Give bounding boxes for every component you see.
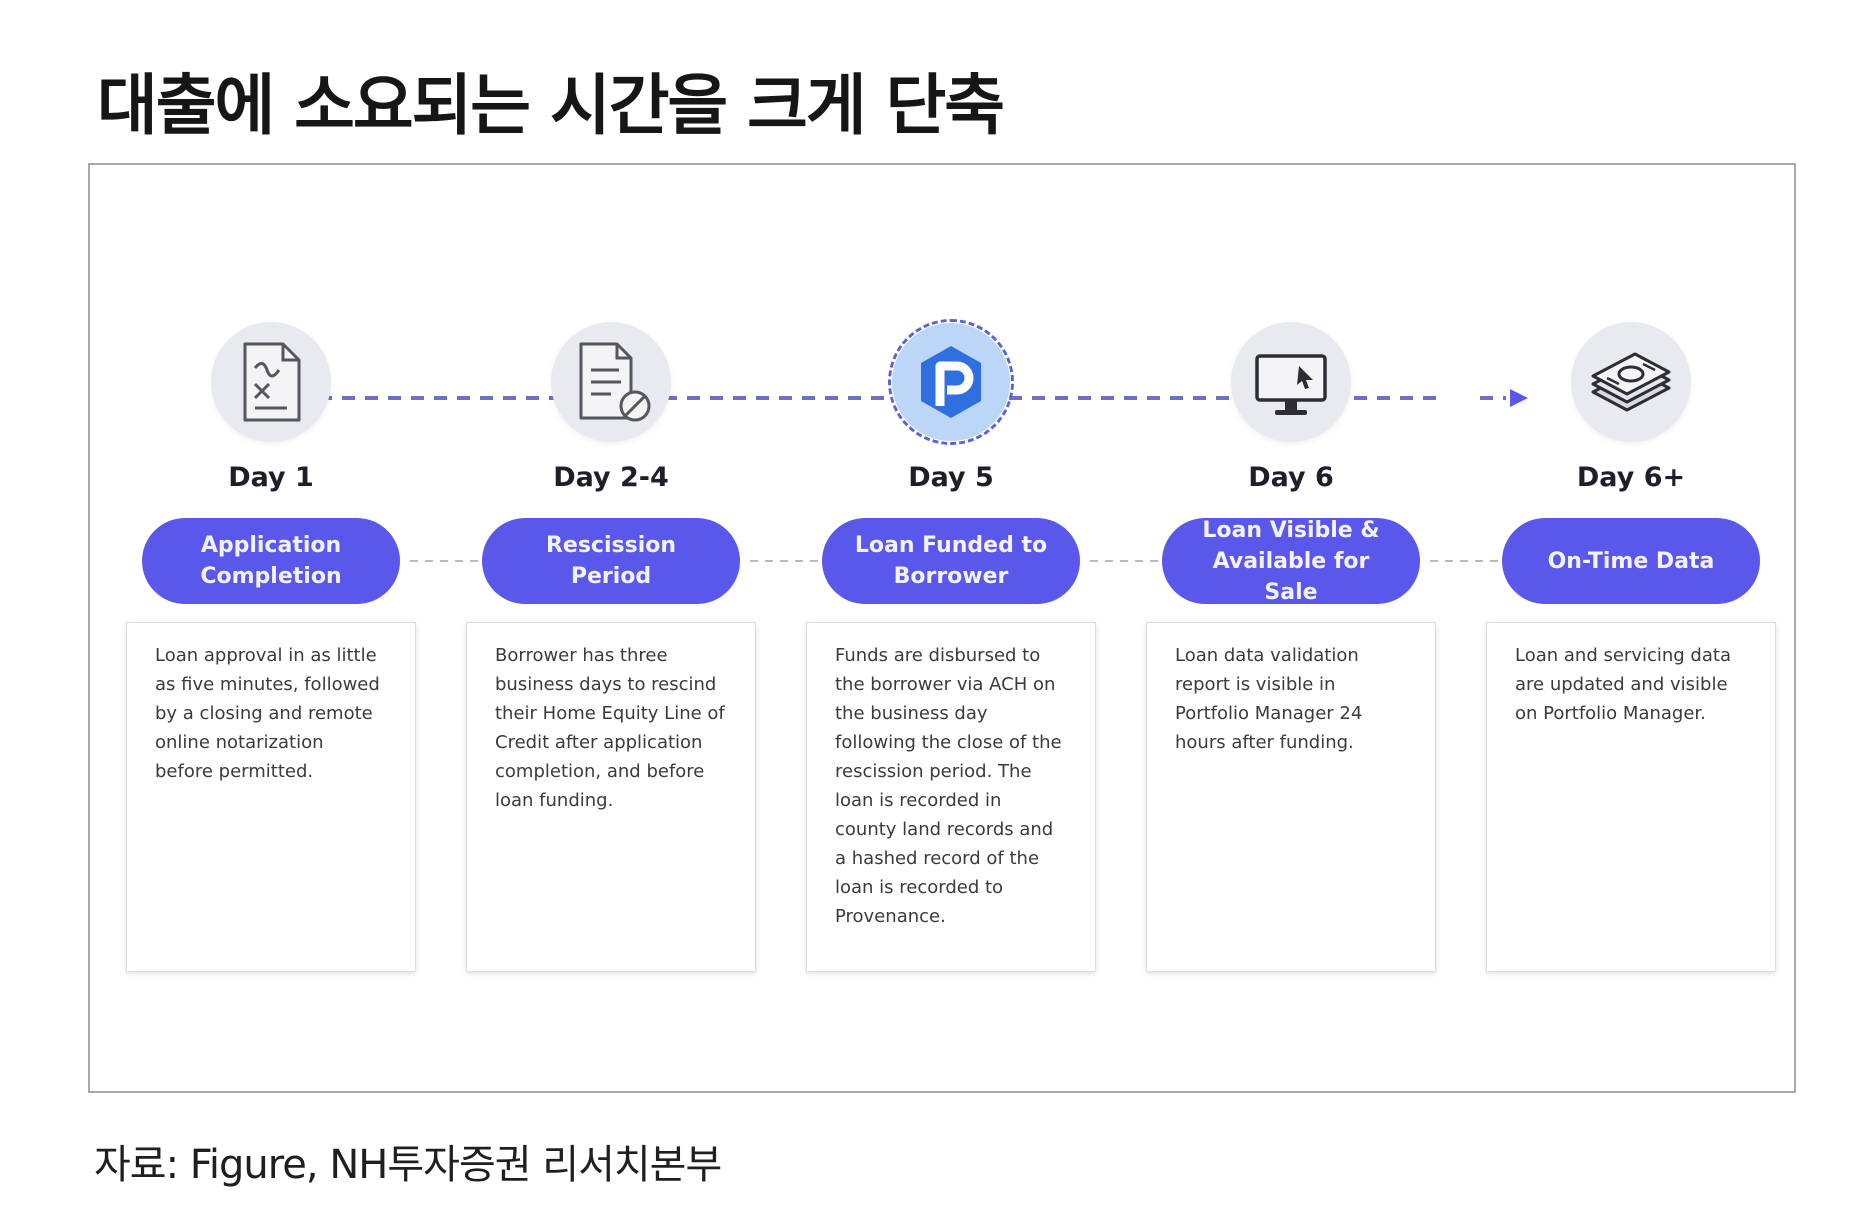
timeline-frame: Day 1 Application Completion Loan approv… [88, 163, 1796, 1093]
step-description-card: Loan and servicing data are updated and … [1486, 622, 1776, 972]
step-description: Loan approval in as little as five minut… [155, 645, 380, 782]
day-label: Day 6+ [1576, 462, 1686, 493]
step-title-pill: On-Time Data [1502, 518, 1760, 604]
cash-stack-icon [1591, 352, 1671, 412]
step-title-pill: Loan Visible & Available for Sale [1162, 518, 1420, 605]
page-title: 대출에 소요되는 시간을 크게 단축 [97, 67, 1005, 144]
step-description-card: Funds are disbursed to the borrower via … [806, 622, 1096, 972]
day-label: Day 5 [908, 462, 994, 493]
day-label: Day 2-4 [553, 462, 669, 493]
source-note: 자료: Figure, NH투자증권 리서치본부 [94, 1142, 722, 1188]
document-cancel-icon [579, 342, 651, 422]
step-icon-circle [1571, 322, 1691, 442]
day-label: Day 1 [228, 462, 314, 493]
step-description: Funds are disbursed to the borrower via … [835, 645, 1062, 927]
timeline-arrow-icon [1510, 389, 1528, 407]
step-icon-circle-active [891, 322, 1011, 442]
step-description-card: Loan data validation report is visible i… [1146, 622, 1436, 972]
step-description: Borrower has three business days to resc… [495, 645, 725, 811]
active-step-ring [888, 319, 1014, 445]
step-title-pill: Loan Funded to Borrower [822, 518, 1080, 604]
document-signature-icon [243, 342, 301, 422]
monitor-cursor-icon [1255, 354, 1327, 415]
step-icon-circle [1231, 322, 1351, 442]
step-icon-circle [551, 322, 671, 442]
step-description-card: Borrower has three business days to resc… [466, 622, 756, 972]
step-description: Loan and servicing data are updated and … [1515, 645, 1731, 724]
step-description-card: Loan approval in as little as five minut… [126, 622, 416, 972]
step-description: Loan data validation report is visible i… [1175, 645, 1363, 753]
day-label: Day 6 [1248, 462, 1334, 493]
step-icon-circle [211, 322, 331, 442]
figure-logo-icon [921, 346, 981, 418]
step-title-pill: Application Completion [142, 518, 400, 604]
step-title-pill: Rescission Period [482, 518, 740, 604]
